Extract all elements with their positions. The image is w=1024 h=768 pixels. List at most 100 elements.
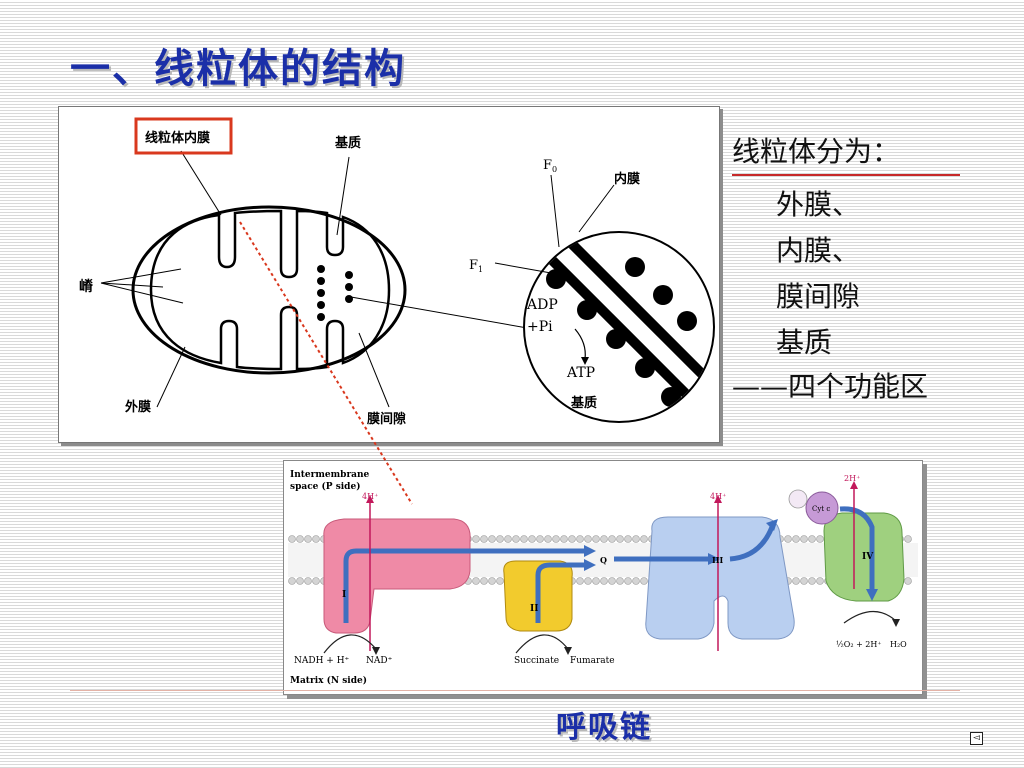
compartment-item-matrix: 基质	[776, 326, 833, 359]
cyt-c-shape	[805, 491, 839, 525]
label-proton-complex-iv: 2H⁺	[844, 474, 860, 483]
label-cyt-c: Cyt c	[812, 505, 830, 513]
label-ubiquinone: Q	[600, 555, 607, 565]
compartment-item-inner-membrane: 内膜、	[776, 234, 861, 267]
mitochondrion-diagram: 线粒体内膜 基质 嵴 外膜 膜间隙 F0 内膜 F1 ADP +Pi ATP 基…	[79, 117, 715, 427]
label-matrix-side: Matrix (N side)	[290, 675, 367, 686]
label-outer-membrane: 外膜	[124, 399, 151, 415]
lipid-head	[808, 535, 816, 543]
lipid-head	[288, 577, 296, 585]
lipid-head	[576, 577, 584, 585]
adp-to-atp-arrow	[574, 328, 586, 360]
lipid-head	[904, 535, 912, 543]
back-nav-icon[interactable]: ◅	[970, 732, 983, 745]
lipid-head	[800, 577, 808, 585]
lipid-head	[472, 535, 480, 543]
fumarate-arrowhead	[564, 647, 572, 655]
lipid-head	[296, 577, 304, 585]
label-complex-iv: IV	[862, 552, 874, 562]
footer-divider	[70, 690, 960, 691]
label-complex-ii: II	[530, 604, 538, 614]
lipid-head	[624, 535, 632, 543]
lipid-head	[632, 577, 640, 585]
mitochondrion-diagram-panel: 线粒体内膜 基质 嵴 外膜 膜间隙 F0 内膜 F1 ADP +Pi ATP 基…	[58, 106, 720, 443]
lipid-head	[576, 535, 584, 543]
lipid-head	[496, 577, 504, 585]
label-fumarate: Fumarate	[570, 656, 615, 666]
label-intermembrane-line2: space (P side)	[290, 481, 360, 492]
lipid-head	[296, 535, 304, 543]
respiratory-chain-caption: 呼吸链	[556, 710, 652, 745]
nad-arrowhead	[372, 647, 380, 655]
atp-synthase-dots	[317, 265, 353, 321]
zoom-membrane	[525, 233, 713, 421]
electron-flow-arrows	[343, 506, 875, 623]
lipid-head	[568, 535, 576, 543]
lipid-head	[592, 577, 600, 585]
lipid-head	[608, 577, 616, 585]
respiratory-chain-diagram: Intermembrane space (P side) Matrix (N s…	[288, 470, 918, 686]
lipid-head	[784, 535, 792, 543]
lipid-head	[808, 577, 816, 585]
label-intermembrane-line1: Intermembrane	[290, 470, 370, 480]
lipid-head	[304, 577, 312, 585]
proton-arrowheads	[366, 481, 858, 503]
inner-membrane-shape	[149, 209, 391, 371]
lipid-head	[792, 577, 800, 585]
lipid-head	[520, 535, 528, 543]
label-nad: NAD⁺	[366, 656, 393, 666]
respiratory-chain-panel: Intermembrane space (P side) Matrix (N s…	[283, 460, 923, 695]
lipid-head	[616, 577, 624, 585]
label-oxygen: ½O₂ + 2H⁺	[836, 640, 882, 649]
lipid-head	[640, 577, 648, 585]
label-atp: ATP	[566, 365, 595, 381]
label-f1: F1	[469, 258, 483, 274]
label-inner-membrane: 线粒体内膜	[145, 130, 210, 146]
complex-iii-shape	[645, 516, 795, 640]
adp-to-atp-arrowhead	[581, 357, 589, 365]
slide-title: 一、线粒体的结构	[70, 45, 406, 92]
oxygen-arrow	[843, 610, 897, 624]
label-cristae: 嵴	[79, 278, 94, 295]
lipid-head	[816, 535, 824, 543]
lipid-head	[584, 577, 592, 585]
compartment-list: 线粒体分为： 外膜、 内膜、 膜间隙 基质 ——四个功能区	[732, 130, 960, 408]
label-f0: F0	[543, 158, 557, 174]
flow-arrowheads	[584, 519, 878, 601]
lipid-head	[584, 535, 592, 543]
lipid-head	[560, 535, 568, 543]
lipid-head	[480, 577, 488, 585]
lipid-head	[488, 535, 496, 543]
label-complex-i: I	[342, 590, 346, 600]
label-matrix: 基质	[334, 135, 361, 151]
lipid-head	[312, 577, 320, 585]
lipid-head	[552, 535, 560, 543]
lipid-head	[640, 535, 648, 543]
compartment-item-outer-membrane: 外膜、	[776, 188, 861, 221]
lipid-head	[800, 535, 808, 543]
label-zoom-matrix: 基质	[570, 395, 597, 411]
label-succinate: Succinate	[514, 656, 559, 666]
lipid-head	[512, 535, 520, 543]
compartment-item-intermembrane-space: 膜间隙	[776, 280, 861, 313]
lipid-head	[536, 535, 544, 543]
lipid-head	[616, 535, 624, 543]
lipid-head	[792, 535, 800, 543]
complex-i-shape	[323, 518, 471, 634]
inner-membrane-highlight-box	[134, 117, 233, 155]
lipid-head	[624, 577, 632, 585]
lipid-head	[304, 535, 312, 543]
compartment-list-footer: ——四个功能区	[732, 370, 929, 403]
label-pi: +Pi	[527, 319, 553, 335]
lipid-head	[816, 577, 824, 585]
label-proton-complex-iii: 4H⁺	[710, 492, 726, 501]
label-complex-iii: III	[712, 555, 723, 565]
lipid-head	[312, 535, 320, 543]
lipid-head	[480, 535, 488, 543]
lipid-head	[632, 535, 640, 543]
cyt-c-small-shape	[788, 489, 808, 509]
lipid-head	[488, 577, 496, 585]
lipid-head	[608, 535, 616, 543]
compartment-list-heading: 线粒体分为：	[732, 130, 960, 176]
lipid-head	[600, 577, 608, 585]
